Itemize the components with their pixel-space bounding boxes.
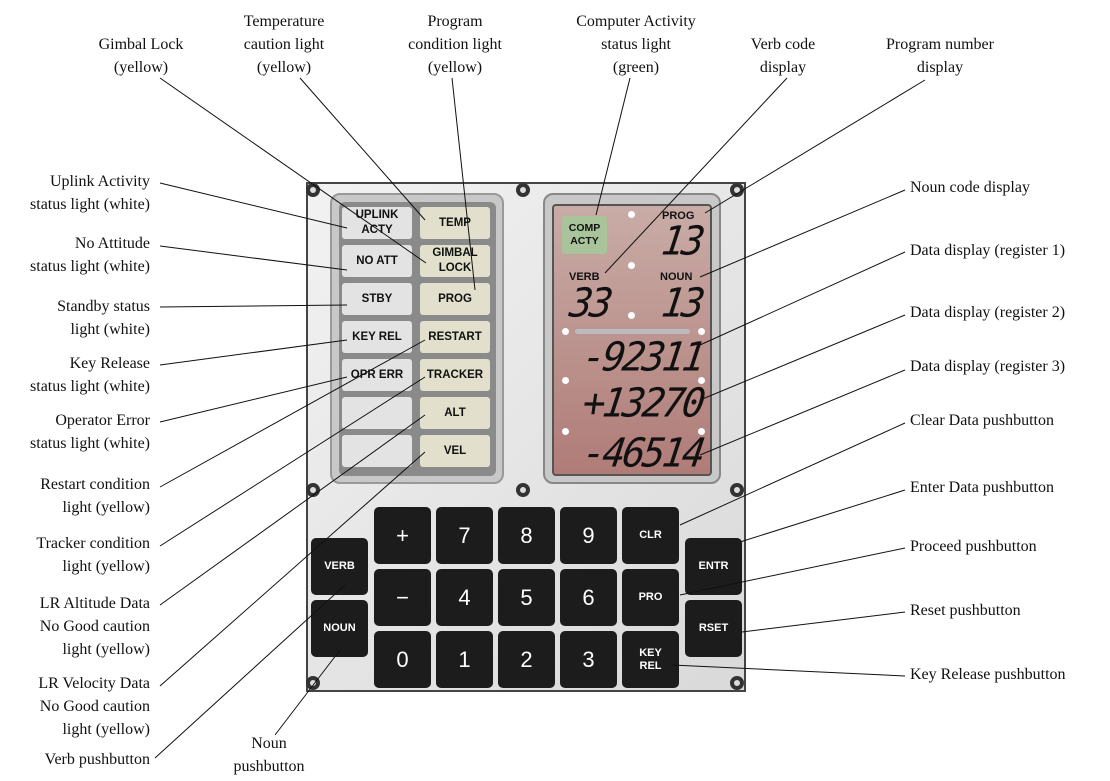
entr-key[interactable]: ENTR	[685, 538, 742, 595]
pro-key[interactable]: PRO	[622, 569, 679, 626]
label-verb-pushbutton: Verb pushbutton	[44, 751, 150, 768]
light-restart: RESTART	[420, 321, 490, 353]
label-lr-altitude: LR Altitude Data No Good caution light (…	[39, 595, 150, 658]
register-3-display: -46514	[579, 429, 706, 477]
key-6[interactable]: 6	[560, 569, 617, 626]
key-rel-key[interactable]: KEY REL	[622, 631, 679, 688]
key-0[interactable]: 0	[374, 631, 431, 688]
screw-icon	[306, 676, 320, 690]
indicator-dot	[628, 211, 635, 218]
leader-line	[741, 611, 906, 633]
light-blank	[342, 435, 412, 467]
light-vel: VEL	[420, 435, 490, 467]
light-blank	[342, 397, 412, 429]
light-key-rel: KEY REL	[342, 321, 412, 353]
light-uplink-acty: UPLINK ACTY	[342, 207, 412, 239]
label-lr-velocity: LR Velocity Data No Good caution light (…	[38, 675, 150, 738]
indicator-dot	[562, 377, 569, 384]
separator-bar	[575, 329, 690, 334]
label-key-release-button: Key Release pushbutton	[910, 666, 1066, 683]
noun-label: NOUN	[660, 271, 693, 283]
label-clear: Clear Data pushbutton	[910, 412, 1054, 429]
label-standby: Standby status light (white)	[57, 298, 150, 338]
screw-icon	[730, 676, 744, 690]
plus-key[interactable]: +	[374, 507, 431, 564]
register-1-display: -92311	[579, 333, 706, 381]
indicator-dot	[562, 328, 569, 335]
comp-acty-light: COMP ACTY	[562, 216, 607, 254]
label-noun-pushbutton: Noun pushbutton	[233, 735, 305, 775]
light-no-att: NO ATT	[342, 245, 412, 277]
light-gimbal-lock: GIMBAL LOCK	[420, 245, 490, 277]
screw-icon	[306, 483, 320, 497]
light-temp: TEMP	[420, 207, 490, 239]
label-restart: Restart condition light (yellow)	[40, 476, 150, 516]
noun-display: 13	[658, 279, 706, 327]
label-program-light: Program condition light (yellow)	[408, 13, 502, 76]
label-no-attitude: No Attitude status light (white)	[30, 235, 150, 275]
light-tracker: TRACKER	[420, 359, 490, 391]
label-tracker: Tracker condition light (yellow)	[36, 535, 150, 575]
verb-label: VERB	[569, 271, 600, 283]
register-2-display: +13270	[579, 379, 706, 427]
rset-key[interactable]: RSET	[685, 600, 742, 657]
label-register-1: Data display (register 1)	[910, 242, 1066, 259]
key-8[interactable]: 8	[498, 507, 555, 564]
label-proceed: Proceed pushbutton	[910, 538, 1037, 555]
screw-icon	[730, 483, 744, 497]
indicator-dot	[628, 262, 635, 269]
label-gimbal-lock: Gimbal Lock (yellow)	[98, 36, 184, 76]
leader-line	[739, 489, 906, 543]
label-computer-activity: Computer Activity status light (green)	[576, 13, 696, 76]
key-9[interactable]: 9	[560, 507, 617, 564]
screw-icon	[516, 183, 530, 197]
key-4[interactable]: 4	[436, 569, 493, 626]
verb-display: 33	[566, 279, 614, 327]
light-prog: PROG	[420, 283, 490, 315]
screw-icon	[730, 183, 744, 197]
label-uplink-activity: Uplink Activity status light (white)	[30, 173, 150, 213]
key-2[interactable]: 2	[498, 631, 555, 688]
label-temperature-light: Temperature caution light (yellow)	[243, 13, 325, 76]
label-register-2: Data display (register 2)	[910, 304, 1066, 321]
key-7[interactable]: 7	[436, 507, 493, 564]
light-alt: ALT	[420, 397, 490, 429]
light-opr-err: OPR ERR	[342, 359, 412, 391]
minus-key[interactable]: −	[374, 569, 431, 626]
label-register-3: Data display (register 3)	[910, 358, 1066, 375]
label-enter: Enter Data pushbutton	[910, 479, 1054, 496]
verb-key[interactable]: VERB	[311, 538, 368, 595]
label-verb-display: Verb code display	[750, 36, 816, 76]
label-noun-display: Noun code display	[910, 179, 1030, 196]
screw-icon	[516, 483, 530, 497]
key-1[interactable]: 1	[436, 631, 493, 688]
key-3[interactable]: 3	[560, 631, 617, 688]
screw-icon	[306, 183, 320, 197]
light-stby: STBY	[342, 283, 412, 315]
indicator-dot	[562, 428, 569, 435]
prog-display: 13	[658, 217, 706, 265]
label-program-number-display: Program number display	[886, 36, 994, 76]
key-5[interactable]: 5	[498, 569, 555, 626]
clr-key[interactable]: CLR	[622, 507, 679, 564]
label-key-release-light: Key Release status light (white)	[30, 355, 150, 395]
noun-key[interactable]: NOUN	[311, 600, 368, 657]
label-operator-error: Operator Error status light (white)	[30, 412, 150, 452]
label-reset: Reset pushbutton	[910, 602, 1021, 619]
indicator-dot	[628, 312, 635, 319]
